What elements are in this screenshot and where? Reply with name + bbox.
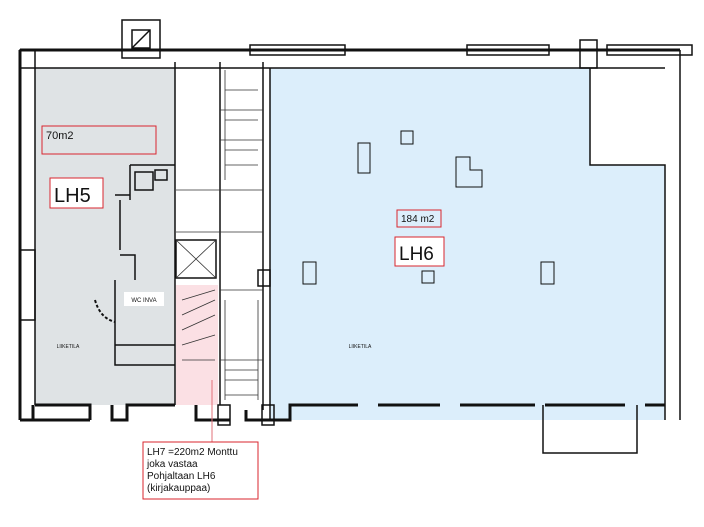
wc-label: WC INVA [131,298,156,304]
columns [302,130,555,285]
lh7-note-line1: LH7 =220m2 Monttu [147,447,238,458]
lh6-area-label: 184 m2 [401,214,435,225]
wc-walls: WC INVA [94,164,175,366]
lh5-name-label: LH5 [54,185,91,207]
lh7-note-line2: joka vastaa [146,459,198,470]
lh7-note-line3: Pohjaltaan LH6 [147,471,216,482]
toilet-icon [134,171,154,191]
lh6-name-label: LH6 [399,244,434,265]
lh7-callout: LH7 =220m2 Monttu joka vastaa Pohjaltaan… [142,380,259,500]
lh5-area-label: 70m2 [46,130,74,142]
lh6-area[interactable] [270,68,665,420]
chimney [121,19,161,59]
lh6-room-label: LIIKETILA [349,344,372,350]
lh7-note-line4: (kirjakauppaa) [147,483,210,494]
sink-icon [154,169,168,181]
outer-walls [18,39,681,454]
lh5-area[interactable] [35,68,175,405]
core-walls [174,62,275,426]
lh5-room-label: LIIKETILA [57,344,80,350]
